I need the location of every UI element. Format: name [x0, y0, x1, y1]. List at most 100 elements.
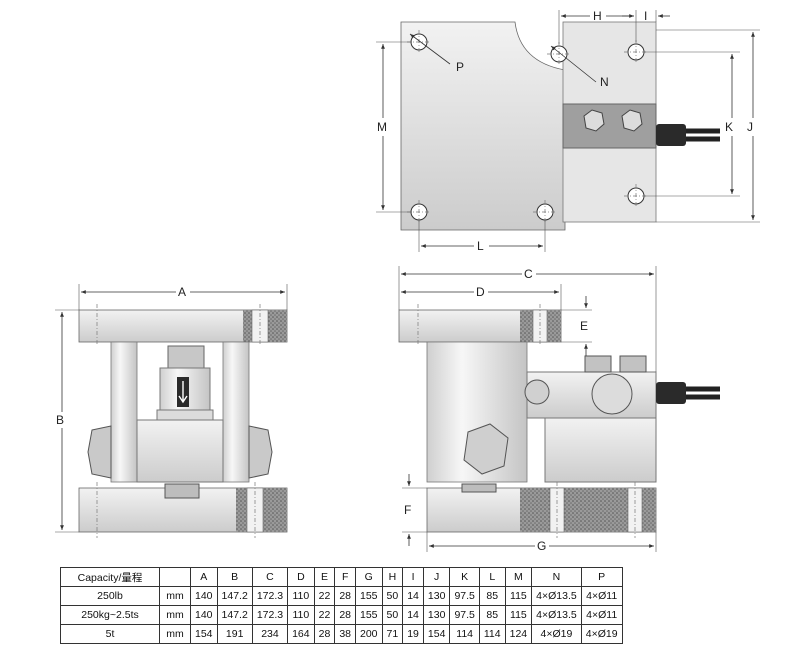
- column-header: M: [504, 567, 533, 587]
- table-cell: 4×Ø11: [580, 605, 623, 625]
- column-header: P: [580, 567, 623, 587]
- column-header: H: [381, 567, 404, 587]
- table-cell: 172.3: [251, 586, 289, 606]
- hex-bolt-2: [621, 109, 643, 132]
- right-post: [222, 341, 250, 483]
- table-cell: 14: [402, 586, 424, 606]
- front-view: A B: [55, 284, 288, 538]
- table-cell: 154: [190, 624, 218, 644]
- table-cell: 115: [504, 605, 533, 625]
- column-header: D: [287, 567, 315, 587]
- table-cell: 4×Ø13.5: [531, 605, 582, 625]
- column-header: [159, 567, 191, 587]
- dim-label-c: C: [524, 267, 533, 281]
- table-cell: 50: [381, 605, 404, 625]
- table-cell: 140: [190, 605, 218, 625]
- table-cell: mm: [159, 586, 191, 606]
- dim-label-b: B: [56, 413, 64, 427]
- table-cell: 114: [449, 624, 480, 644]
- table-cell: 14: [402, 605, 424, 625]
- column-header: N: [531, 567, 582, 587]
- dim-label-a: A: [178, 285, 186, 299]
- table-cell: 191: [216, 624, 253, 644]
- dim-label-i: I: [644, 9, 647, 23]
- column-header: E: [313, 567, 336, 587]
- column-header: K: [449, 567, 480, 587]
- table-cell: 114: [478, 624, 506, 644]
- column-header: C: [251, 567, 289, 587]
- column-header: I: [402, 567, 424, 587]
- table-cell: 4×Ø19: [580, 624, 623, 644]
- side-hex-nut: [463, 423, 509, 475]
- hex-bolt-1: [583, 109, 605, 132]
- table-cell: 85: [478, 605, 506, 625]
- table-cell: 234: [251, 624, 289, 644]
- table-cell: 110: [287, 605, 315, 625]
- load-cell-slot: [562, 103, 657, 149]
- table-cell: 28: [313, 624, 336, 644]
- table-cell: 130: [422, 605, 451, 625]
- column-header: A: [190, 567, 218, 587]
- table-cell: 147.2: [216, 605, 253, 625]
- table-cell: 250lb: [60, 586, 160, 606]
- top-plate: [400, 21, 566, 231]
- table-cell: 97.5: [449, 586, 480, 606]
- table-cell: 155: [355, 586, 383, 606]
- left-post: [110, 341, 138, 483]
- column-header: G: [355, 567, 383, 587]
- top-view: P N M L H I K J: [376, 9, 760, 253]
- front-beam: [136, 419, 224, 483]
- cable-gland: [656, 124, 686, 146]
- column-header: B: [216, 567, 253, 587]
- table-cell: 22: [313, 586, 336, 606]
- table-cell: 110: [287, 586, 315, 606]
- column-header: Capacity/量程: [60, 567, 160, 587]
- table-cell: 22: [313, 605, 336, 625]
- column-header: J: [422, 567, 451, 587]
- table-cell: 147.2: [216, 586, 253, 606]
- dim-label-g: G: [537, 539, 546, 553]
- table-cell: 38: [334, 624, 356, 644]
- dim-label-p: P: [456, 60, 464, 74]
- table-cell: 97.5: [449, 605, 480, 625]
- table-cell: 28: [334, 605, 356, 625]
- table-cell: 85: [478, 586, 506, 606]
- dim-label-d: D: [476, 285, 485, 299]
- table-cell: 115: [504, 586, 533, 606]
- dim-label-m: M: [377, 120, 387, 134]
- table-cell: 19: [402, 624, 424, 644]
- table-cell: 200: [355, 624, 383, 644]
- dim-label-j: J: [747, 120, 753, 134]
- table-cell: 4×Ø11: [580, 586, 623, 606]
- table-cell: 140: [190, 586, 218, 606]
- table-cell: 154: [422, 624, 451, 644]
- side-view: C D E F G: [398, 266, 720, 553]
- dim-label-h: H: [593, 9, 602, 23]
- table-cell: 164: [287, 624, 315, 644]
- table-cell: 5t: [60, 624, 160, 644]
- dim-label-k: K: [725, 120, 733, 134]
- table-cell: 124: [504, 624, 533, 644]
- table-cell: 250kg~2.5ts: [60, 605, 160, 625]
- table-cell: 172.3: [251, 605, 289, 625]
- table-cell: 50: [381, 586, 404, 606]
- dim-label-f: F: [404, 503, 411, 517]
- table-cell: mm: [159, 605, 191, 625]
- table-cell: mm: [159, 624, 191, 644]
- dim-label-n: N: [600, 75, 609, 89]
- dim-label-l: L: [477, 239, 484, 253]
- table-cell: 130: [422, 586, 451, 606]
- cable: [686, 128, 720, 142]
- table-cell: 28: [334, 586, 356, 606]
- table-cell: 155: [355, 605, 383, 625]
- table-cell: 4×Ø13.5: [531, 586, 582, 606]
- column-header: L: [478, 567, 506, 587]
- dim-label-e: E: [580, 319, 588, 333]
- column-header: F: [334, 567, 356, 587]
